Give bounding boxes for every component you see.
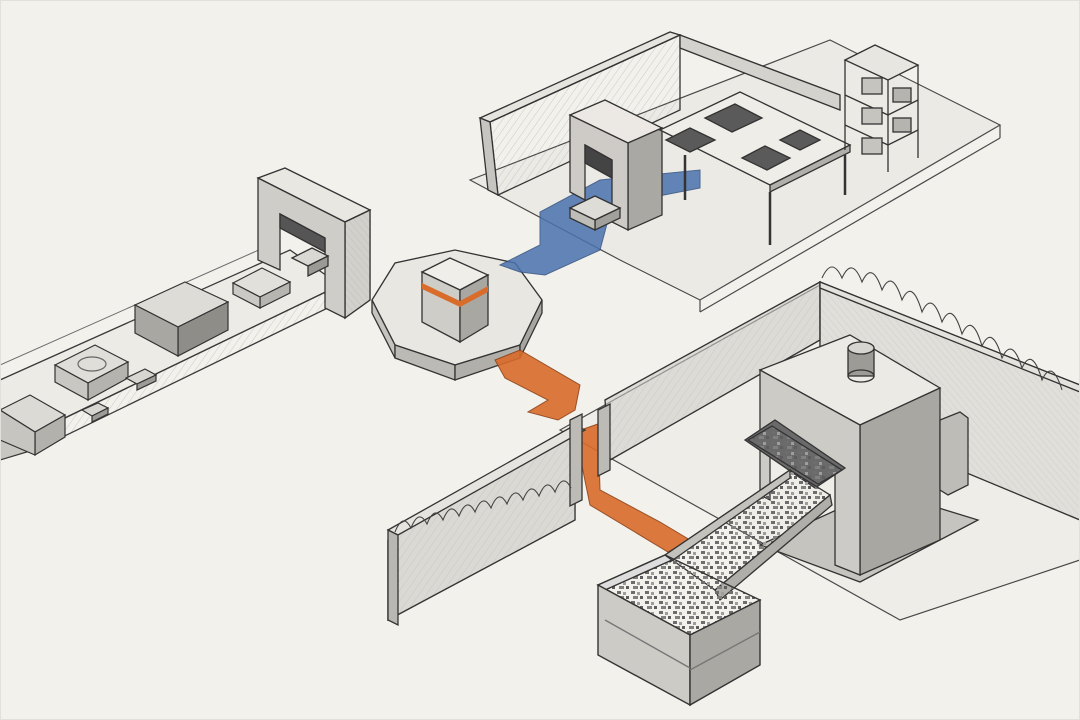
shred-chute-icon — [663, 468, 833, 602]
usb-stick-icon — [80, 402, 110, 423]
hard-drive-icon — [53, 344, 130, 402]
drive-in-scanner-icon — [290, 247, 330, 278]
data-wipe-station-icon — [478, 31, 841, 232]
scanner-gate-icon — [256, 167, 372, 320]
sorting-hub-icon — [371, 249, 543, 381]
hard-drive-icon — [740, 145, 792, 171]
hard-drive-icon — [231, 267, 292, 309]
shredder-icon — [743, 334, 980, 583]
secure-enclosure-walls — [386, 280, 1080, 627]
intake-devices — [0, 267, 292, 457]
hard-drive-icon — [778, 129, 822, 151]
inspection-table-icon — [658, 91, 852, 245]
hard-drive-icon — [664, 127, 717, 153]
hard-drive-icon — [0, 394, 67, 457]
server-box-icon — [133, 281, 230, 358]
sorter-cube-icon — [420, 257, 490, 344]
razor-wire-fence-icon — [394, 266, 1063, 533]
hard-drive-icon — [703, 103, 764, 133]
shred-bin-icon — [596, 554, 762, 707]
drive-in-wipe-icon — [568, 195, 622, 232]
storage-rack-icon — [843, 44, 920, 172]
storage-box-icon — [861, 77, 912, 155]
usb-stick-icon — [124, 368, 158, 391]
